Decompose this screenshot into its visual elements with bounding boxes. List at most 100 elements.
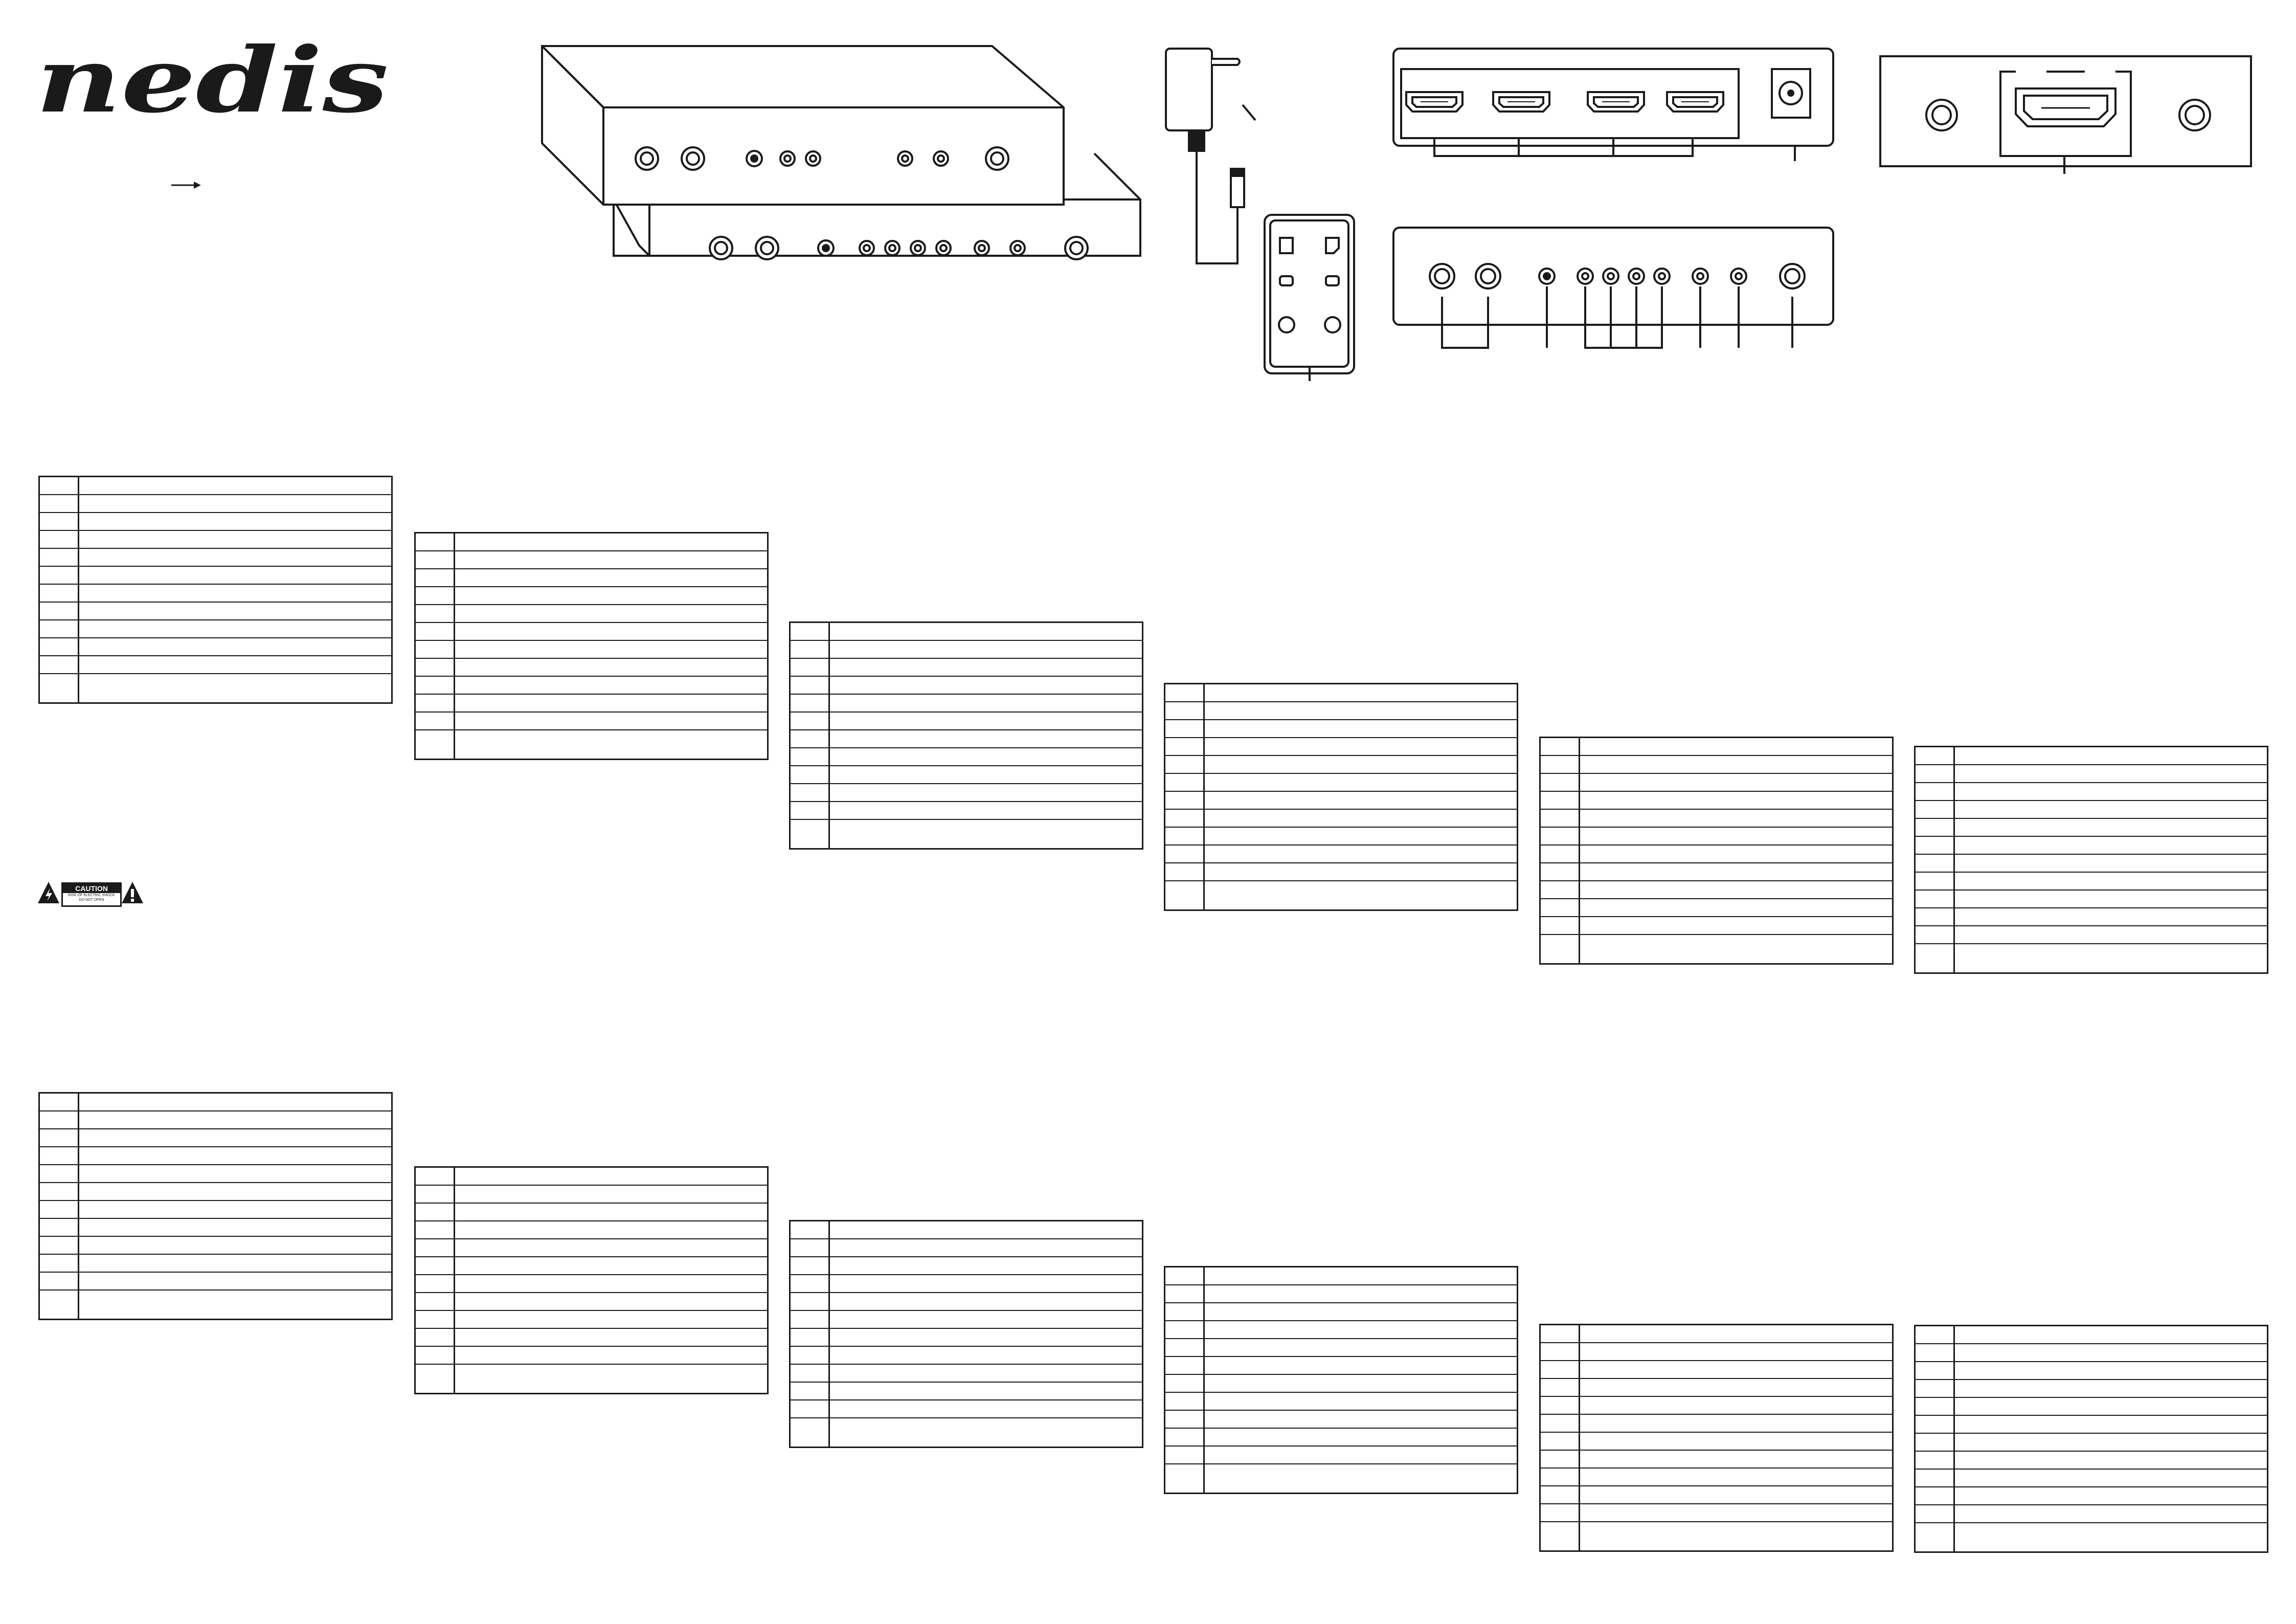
- table-row: [39, 602, 392, 620]
- table-row: [790, 640, 1143, 659]
- table-row: [1915, 1469, 2268, 1487]
- table-cell-content: [1579, 1343, 1893, 1361]
- table-cell-index: [415, 1257, 455, 1275]
- table-row: [1915, 1523, 2268, 1552]
- table-row: [1164, 809, 1518, 828]
- table-cell-index: [415, 1167, 455, 1186]
- table-cell-index: [415, 1293, 455, 1311]
- table-row: [1540, 791, 1893, 810]
- table-cell-index: [1540, 1324, 1580, 1343]
- table-cell-content: [829, 1257, 1143, 1275]
- table-row: [39, 1218, 392, 1237]
- table-cell-content: [829, 658, 1143, 677]
- table-row: [790, 1220, 1143, 1239]
- table-cell-content: [78, 656, 392, 674]
- info-table-t2: [414, 532, 769, 760]
- table-cell-content: [829, 1220, 1143, 1239]
- power-adapter-illustration: [1165, 48, 1256, 264]
- table-cell-content: [1579, 1378, 1893, 1397]
- table-cell-content: [1579, 1450, 1893, 1469]
- caution-line-1: RISK OF ELECTRIC SHOCK: [68, 894, 115, 897]
- table-row: [790, 1346, 1143, 1365]
- table-row: [1164, 1321, 1518, 1339]
- table-row: [1540, 935, 1893, 964]
- table-cell-content: [829, 1293, 1143, 1311]
- table-cell-content: [1954, 944, 2268, 973]
- table-cell-content: [829, 819, 1143, 849]
- table-cell-content: [829, 1418, 1143, 1448]
- table-row: [790, 730, 1143, 748]
- table-cell-index: [1540, 881, 1580, 899]
- table-row: [1915, 800, 2268, 819]
- table-cell-content: [1579, 917, 1893, 935]
- table-cell-index: [415, 551, 455, 569]
- table-row: [1540, 1414, 1893, 1433]
- table-row: [1915, 1505, 2268, 1523]
- table-cell-content: [454, 1328, 768, 1347]
- info-table-t11: [1539, 1324, 1894, 1552]
- table-cell-content: [829, 694, 1143, 713]
- table-cell-index: [39, 1165, 79, 1183]
- table-cell-content: [78, 1236, 392, 1255]
- table-cell-content: [454, 1275, 768, 1293]
- table-cell-content: [1204, 1374, 1518, 1393]
- table-cell-index: [39, 656, 79, 674]
- table-cell-content: [78, 602, 392, 620]
- table-row: [1540, 737, 1893, 756]
- table-row: [1915, 783, 2268, 801]
- table-cell-index: [1164, 1464, 1205, 1494]
- table-row: [1540, 1432, 1893, 1451]
- table-cell-content: [1579, 845, 1893, 863]
- table-cell-content: [829, 730, 1143, 748]
- front-panel-illustration: [1392, 227, 1834, 349]
- table-cell-index: [1915, 765, 1955, 783]
- table-row: [1540, 1522, 1893, 1551]
- table-cell-content: [78, 495, 392, 513]
- table-row: [39, 1272, 392, 1291]
- table-row: [39, 530, 392, 549]
- table-cell-content: [1204, 755, 1518, 774]
- table-cell-content: [454, 1310, 768, 1329]
- table-cell-index: [1164, 827, 1205, 846]
- info-table-t8: [414, 1166, 769, 1394]
- table-row: [1540, 755, 1893, 774]
- info-table-t1: [38, 476, 393, 704]
- info-table-t7: [38, 1092, 393, 1320]
- table-cell-index: [1540, 755, 1580, 774]
- table-row: [39, 674, 392, 703]
- table-cell-content: [1579, 881, 1893, 899]
- table-cell-index: [1164, 1339, 1205, 1357]
- table-cell-index: [39, 1236, 79, 1255]
- table-cell-content: [1204, 1266, 1518, 1285]
- table-cell-content: [829, 640, 1143, 659]
- table-cell-index: [1915, 926, 1955, 944]
- table-row: [1540, 1504, 1893, 1522]
- table-cell-content: [1204, 1285, 1518, 1303]
- table-cell-content: [454, 676, 768, 695]
- table-row: [39, 1093, 392, 1111]
- table-row: [790, 748, 1143, 766]
- table-row: [39, 1111, 392, 1129]
- table-cell-index: [790, 1328, 830, 1347]
- table-cell-index: [790, 1293, 830, 1311]
- table-row: [790, 1382, 1143, 1400]
- table-cell-index: [790, 694, 830, 713]
- device-stack-illustration: [541, 45, 1141, 260]
- table-row: [790, 1293, 1143, 1311]
- table-cell-content: [1954, 1433, 2268, 1452]
- table-row: [415, 676, 768, 695]
- table-row: [1915, 1433, 2268, 1452]
- table-row: [790, 1364, 1143, 1383]
- table-cell-index: [39, 548, 79, 567]
- table-row: [1915, 1325, 2268, 1344]
- table-row: [415, 1257, 768, 1275]
- table-cell-content: [829, 622, 1143, 641]
- table-cell-index: [1164, 1392, 1205, 1411]
- table-row: [1915, 765, 2268, 783]
- table-cell-index: [1915, 1433, 1955, 1452]
- table-cell-index: [1164, 702, 1205, 720]
- table-cell-index: [1915, 890, 1955, 908]
- table-row: [1540, 845, 1893, 863]
- table-cell-content: [1204, 1410, 1518, 1429]
- table-row: [39, 513, 392, 531]
